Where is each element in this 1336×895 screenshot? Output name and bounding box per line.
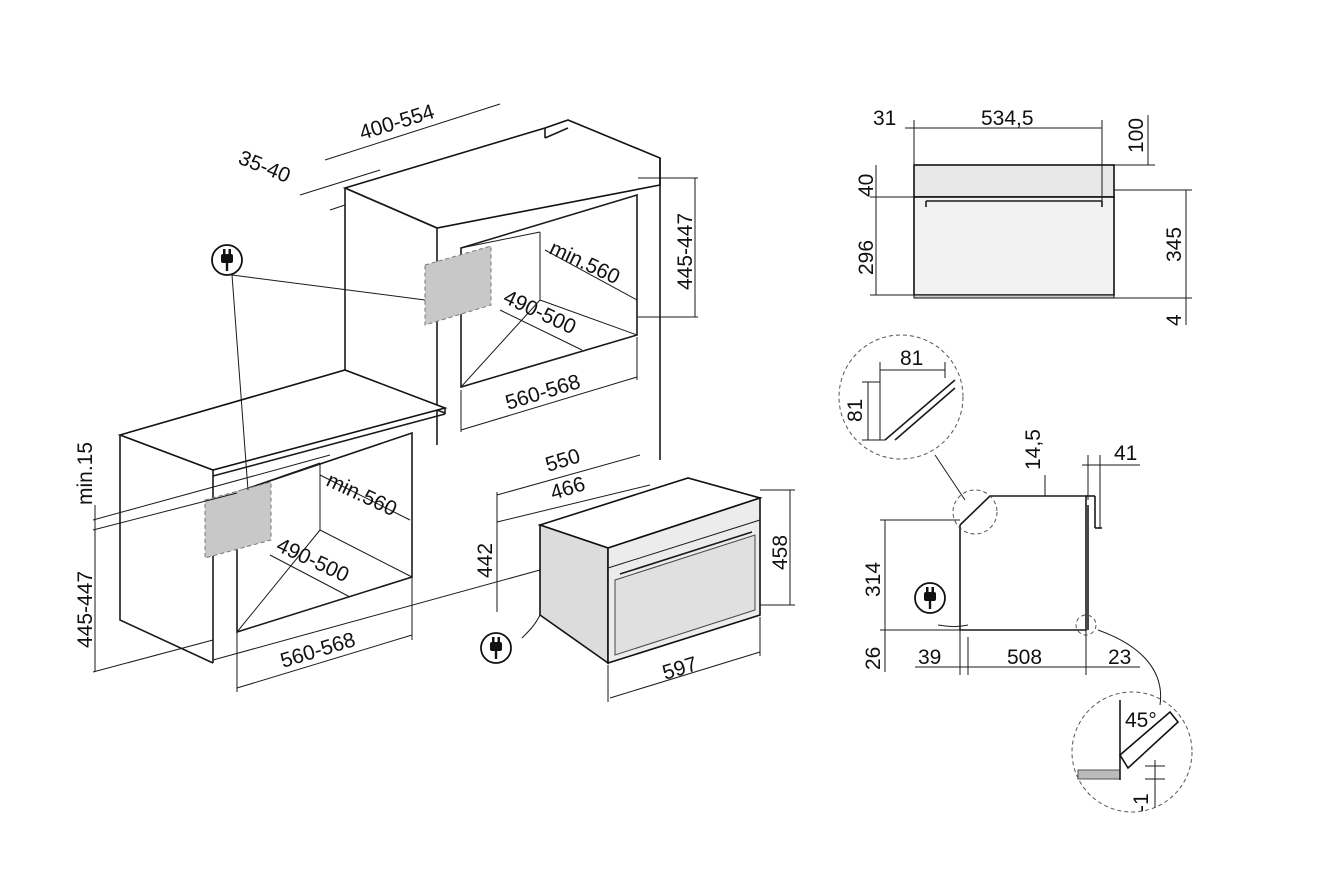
detail-circle-bottom: 45° -1	[1071, 629, 1193, 813]
dim-front-width: 534,5	[981, 107, 1034, 130]
dim-base-height: 445-447	[74, 571, 97, 648]
front-view-dims: 31 534,5 100 40 296 345 4	[855, 107, 1192, 326]
dim-cabinet-depth: 400-554	[357, 100, 438, 145]
dim-side-left: 39	[918, 646, 941, 669]
front-view	[913, 164, 1115, 299]
plug-icon	[914, 582, 946, 614]
connection-area	[204, 481, 272, 559]
dim-side-height: 314	[862, 562, 885, 597]
dim-side-depth: 508	[1007, 646, 1042, 669]
connection-area	[424, 245, 492, 326]
dim-back-gap: 35-40	[235, 146, 293, 187]
base-cabinet-dims: min.15 445-447 min.560 490-500 560-568	[74, 442, 541, 692]
dim-front-top-gap: 100	[1125, 118, 1148, 153]
dim-side-handle: 41	[1114, 442, 1137, 465]
side-view	[937, 489, 1102, 636]
dim-oven-depth-body: 466	[548, 473, 588, 505]
dim-tall-height: 445-447	[674, 213, 697, 290]
dim-tall-inner-depth: min.560	[546, 237, 623, 289]
dim-detail-w: 81	[900, 347, 923, 370]
dim-oven-height-front: 458	[769, 535, 792, 570]
dim-angle: 45°	[1125, 709, 1157, 732]
detail-circle-top: 81 81	[838, 334, 966, 501]
dim-detail-h: 81	[844, 399, 867, 422]
dim-front-top-offset: 31	[873, 107, 896, 130]
dim-side-right: 23	[1108, 646, 1131, 669]
plug-icon	[480, 632, 512, 664]
plug-icon	[211, 244, 243, 276]
dim-oven-height-body: 442	[474, 543, 497, 578]
oven-isometric	[521, 477, 763, 665]
dim-tall-width: 560-568	[503, 370, 583, 415]
side-view-dims: 14,5 41 314 26 39 508 23	[862, 429, 1140, 675]
dim-base-width: 560-568	[278, 628, 358, 673]
plug-pointers	[231, 274, 426, 491]
dim-base-inner-depth: min.560	[323, 469, 400, 521]
dim-front-door-h: 296	[855, 240, 878, 275]
dim-front-panel-h: 40	[855, 174, 878, 197]
dim-front-total-h: 345	[1163, 227, 1186, 262]
dim-side-top: 14,5	[1022, 429, 1045, 470]
dim-base-inner-width: 490-500	[273, 534, 353, 587]
dim-front-bottom: 4	[1163, 314, 1186, 326]
dim-oven-width: 597	[660, 653, 700, 685]
base-cabinet	[117, 369, 448, 664]
tall-cabinet	[342, 119, 661, 460]
dim-oven-depth-total: 550	[543, 445, 583, 477]
dim-base-min-gap: min.15	[74, 442, 97, 505]
dim-tolerance: -1	[1130, 793, 1153, 812]
dim-side-bottom: 26	[862, 647, 885, 670]
